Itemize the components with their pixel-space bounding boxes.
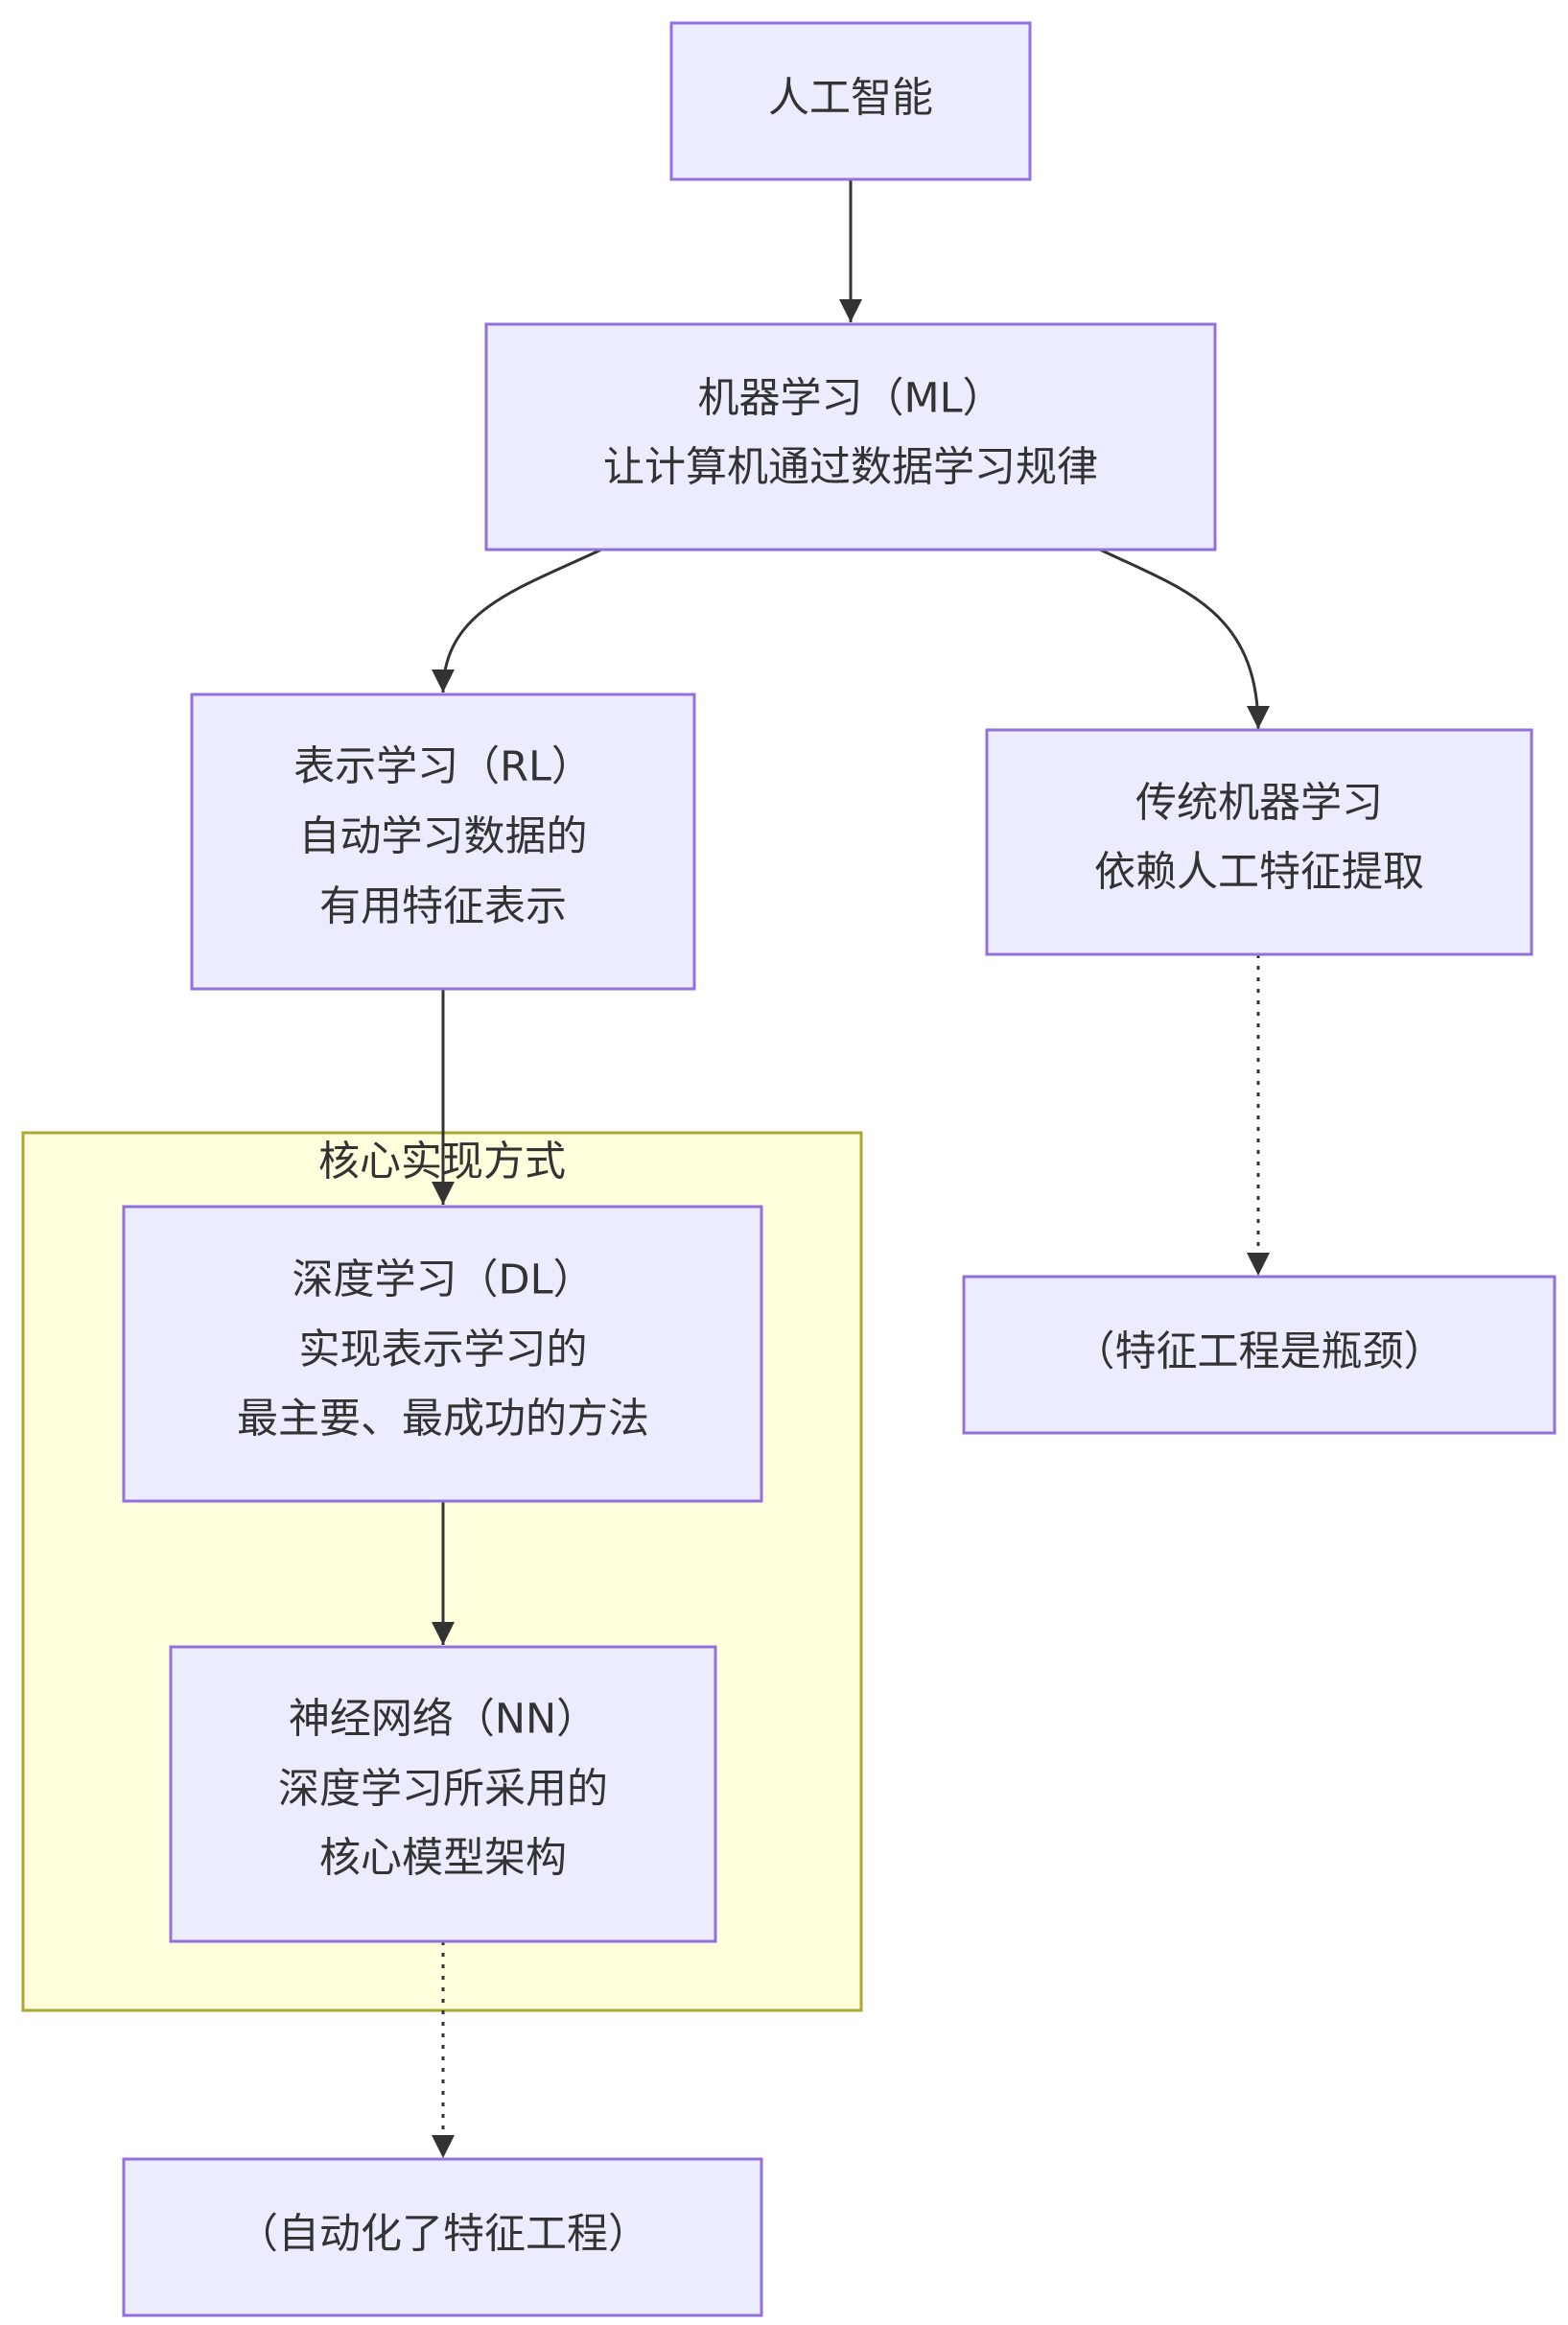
node-label-line: 让计算机通过数据学习规律 [603, 444, 1098, 492]
node-label-line: 最主要、最成功的方法 [237, 1396, 649, 1444]
edge-ml-to-rl [432, 548, 602, 693]
edges [432, 179, 1270, 2158]
node-label-line: 自动学习数据的 [299, 813, 588, 861]
node-box [962, 1275, 1556, 1435]
node-fe: （特征工程是瓶颈） [962, 1275, 1556, 1435]
node-dl: 深度学习（DL） 实现表示学习的 最主要、最成功的方法 [122, 1205, 763, 1503]
node-auto: （自动化了特征工程） [122, 2157, 763, 2317]
node-nn: 神经网络（NN） 深度学习所采用的 核心模型架构 [169, 1645, 717, 1943]
node-box [669, 21, 1032, 181]
node-box [169, 1645, 717, 1943]
node-label-line: 有用特征表示 [319, 883, 567, 931]
node-label-line: 机器学习（ML） [697, 375, 1003, 423]
node-rl: 表示学习（RL） 自动学习数据的 有用特征表示 [190, 693, 696, 991]
node-label-line: 实现表示学习的 [299, 1327, 588, 1374]
node-box [484, 322, 1217, 552]
node-label-line: 深度学习（DL） [292, 1256, 594, 1304]
edge-ml-to-tml [1099, 548, 1270, 730]
node-tml: 传统机器学习 依赖人工特征提取 [985, 728, 1533, 956]
node-ai: 人工智能 [669, 21, 1032, 181]
node-label-line: 传统机器学习 [1135, 780, 1383, 828]
node-box [985, 728, 1533, 956]
node-label-line: 表示学习（RL） [293, 743, 593, 791]
node-box [190, 693, 696, 991]
node-label-line: 人工智能 [768, 75, 933, 123]
node-label-line: （自动化了特征工程） [237, 2211, 649, 2259]
node-label-line: 深度学习所采用的 [278, 1766, 608, 1814]
node-box [122, 1205, 763, 1503]
node-label-line: 核心模型架构 [319, 1835, 567, 1883]
node-label-line: 神经网络（NN） [289, 1696, 597, 1744]
node-box [122, 2157, 763, 2317]
node-label-line: （特征工程是瓶颈） [1074, 1328, 1445, 1376]
node-label-line: 依赖人工特征提取 [1094, 849, 1424, 897]
node-ml: 机器学习（ML） 让计算机通过数据学习规律 [484, 322, 1217, 552]
